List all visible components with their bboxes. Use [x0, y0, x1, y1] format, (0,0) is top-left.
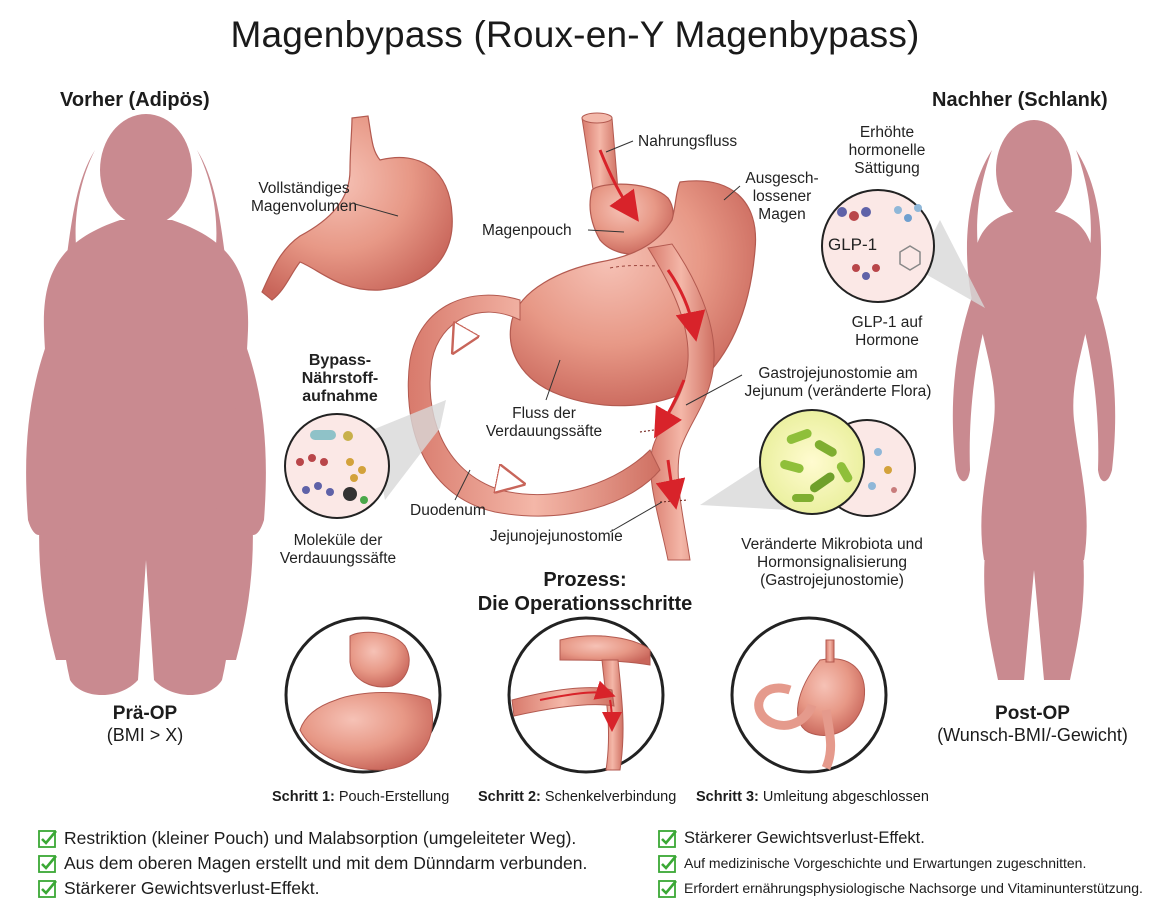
bullet-right-2: Auf medizinische Vorgeschichte und Erwar…	[658, 851, 1143, 876]
post-op-stage: Post-OP	[995, 703, 1070, 724]
bullets-right: Stärkerer Gewichtsverlust-Effekt. Auf me…	[658, 826, 1143, 901]
pre-op-label: Prä-OP (BMI > X)	[60, 703, 230, 746]
step-2-inset	[507, 616, 665, 774]
before-heading: Vorher (Adipös)	[60, 89, 210, 111]
bullet-right-1-text: Stärkerer Gewichtsverlust-Effekt.	[684, 829, 925, 848]
label-glp1-hormones: GLP-1 auf Hormone	[851, 314, 923, 349]
label-hormonal-satiety: Erhöhte hormonelle Sättigung	[848, 124, 926, 177]
bullet-right-3-text: Erfordert ernährungsphysiologische Nachs…	[684, 880, 1143, 897]
bullet-left-1: Restriktion (kleiner Pouch) und Malabsor…	[38, 826, 587, 851]
step-3-label: Schritt 3:	[696, 789, 759, 805]
bullet-right-2-text: Auf medizinische Vorgeschichte und Erwar…	[684, 855, 1087, 872]
label-jejunojejunostomy: Jejunojejunostomie	[490, 528, 623, 545]
checkbox-checked-icon	[38, 854, 57, 873]
step-2-text: Schenkelverbindung	[544, 789, 677, 805]
label-duodenum: Duodenum	[410, 502, 486, 519]
bullet-left-3-text: Stärkerer Gewichtsverlust-Effekt.	[64, 878, 320, 899]
label-pouch: Magenpouch	[482, 222, 572, 239]
molecule-inset	[284, 400, 446, 519]
label-juice-flow: Fluss der Verdauungssäfte	[485, 405, 603, 440]
bypass-anatomy	[407, 112, 757, 561]
leader-lines	[354, 140, 743, 533]
label-food-flow: Nahrungsfluss	[638, 133, 738, 150]
post-op-bmi: (Wunsch-BMI/-Gewicht)	[937, 725, 1128, 745]
obese-silhouette	[26, 114, 266, 695]
bullets-left: Restriktion (kleiner Pouch) und Malabsor…	[38, 826, 587, 901]
checkbox-checked-icon	[38, 829, 57, 848]
bullet-right-1: Stärkerer Gewichtsverlust-Effekt.	[658, 826, 1143, 851]
label-excluded-stomach: Ausgesch-lossener Magen	[745, 170, 819, 223]
process-line2: Die Operationsschritte	[477, 593, 693, 615]
step-1-label: Schritt 1:	[272, 789, 335, 805]
bullet-left-2-text: Aus dem oberen Magen erstellt und mit de…	[64, 853, 588, 874]
pre-op-stage: Prä-OP	[112, 703, 178, 724]
step-3-caption: Schritt 3: Umleitung abgeschlossen	[696, 789, 929, 805]
step-3-inset	[730, 616, 888, 774]
label-molecules: Moleküle der Verdauungssäfte	[279, 532, 397, 567]
checkbox-checked-icon	[38, 879, 57, 898]
bullet-left-3: Stärkerer Gewichtsverlust-Effekt.	[38, 876, 587, 901]
process-line1: Prozess:	[543, 569, 627, 591]
bullet-right-3: Erfordert ernährungsphysiologische Nachs…	[658, 876, 1143, 901]
pre-op-bmi: (BMI > X)	[106, 725, 184, 745]
slim-silhouette	[952, 120, 1116, 680]
glp1-inset	[821, 189, 985, 308]
step-2-label: Schritt 2:	[478, 789, 541, 805]
microbiota-inset	[700, 409, 916, 517]
bullet-left-1-text: Restriktion (kleiner Pouch) und Malabsor…	[64, 828, 577, 849]
checkbox-checked-icon	[658, 879, 677, 898]
label-glp1: GLP-1	[828, 235, 878, 254]
after-heading: Nachher (Schlank)	[932, 89, 1108, 111]
full-stomach-illustration	[261, 115, 453, 301]
page-title: Magenbypass (Roux-en-Y Magenbypass)	[230, 14, 920, 55]
post-op-label: Post-OP (Wunsch-BMI/-Gewicht)	[920, 703, 1145, 746]
step-3-text: Umleitung abgeschlossen	[762, 789, 929, 805]
checkbox-checked-icon	[658, 854, 677, 873]
label-microbiota: Veränderte Mikrobiota und Hormonsignalis…	[741, 536, 923, 589]
checkbox-checked-icon	[658, 829, 677, 848]
label-bypass-absorption: Bypass-Nährstoff-aufnahme	[301, 352, 379, 405]
label-gastrojejunostomy: Gastrojejunostomie am Jejunum (verändert…	[744, 365, 932, 400]
step-1-text: Pouch-Erstellung	[338, 789, 450, 805]
step-2-caption: Schritt 2: Schenkelverbindung	[478, 789, 676, 805]
step-1-caption: Schritt 1: Pouch-Erstellung	[272, 789, 449, 805]
step-1-inset	[284, 616, 442, 774]
process-heading: Prozess: Die Operationsschritte	[440, 568, 730, 616]
bullet-left-2: Aus dem oberen Magen erstellt und mit de…	[38, 851, 587, 876]
label-full-stomach: Vollständiges Magenvolumen	[251, 180, 357, 215]
